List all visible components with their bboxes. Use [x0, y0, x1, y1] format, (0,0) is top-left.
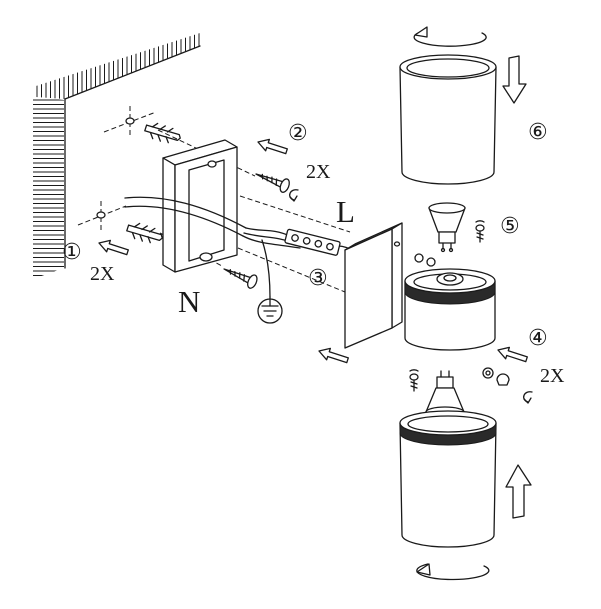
- neutral-wire-label: N: [178, 284, 200, 319]
- rotate-icon: [416, 563, 431, 576]
- step-5-label: ⑤: [500, 214, 520, 239]
- step-4-label: ④: [528, 326, 548, 351]
- glass-cylinder-top: [399, 54, 497, 185]
- wall: [33, 33, 201, 279]
- wall-plug-lower: [126, 222, 163, 244]
- step-1-quantity: 2X: [90, 263, 115, 285]
- bulb-top: [428, 202, 466, 253]
- rotate-icon: [416, 563, 490, 581]
- screw-icon: [475, 220, 485, 243]
- rotate-icon: [413, 30, 487, 47]
- screw-icon: [409, 369, 419, 392]
- step-2-label: ②: [288, 121, 308, 146]
- screw-lower: [223, 268, 258, 289]
- supply-cable: [124, 196, 247, 237]
- wall-top-hatch: [36, 33, 200, 99]
- wall-plug-upper: [144, 122, 181, 144]
- ground-icon: [257, 296, 283, 324]
- step-1-label: ①: [62, 240, 82, 265]
- arrow-left-icon: [98, 239, 129, 256]
- cover-screws: [482, 367, 510, 386]
- box-screw-hole: [207, 160, 217, 168]
- bulb-bottom: [425, 370, 465, 418]
- wall-hole-lower: [77, 201, 127, 230]
- wall-side-hatch: [33, 97, 64, 279]
- arrow-left-icon: [497, 346, 528, 363]
- arrow-left-icon: [318, 347, 349, 364]
- rotate-icon: [523, 397, 532, 404]
- rotate-icon: [289, 195, 298, 202]
- step-4-quantity: 2X: [540, 365, 565, 387]
- live-wire-label: L: [336, 194, 355, 229]
- base-screw-hole: [393, 241, 401, 247]
- terminal-block: [284, 228, 341, 256]
- fixing-nuts: [414, 253, 436, 267]
- arrow-down-icon: [502, 55, 527, 104]
- glass-cylinder-bottom: [399, 410, 497, 548]
- arrow-left-icon: [257, 138, 288, 155]
- step-6-label: ⑥: [528, 120, 548, 145]
- screw-upper: [255, 173, 290, 193]
- fixture-head: [404, 268, 496, 351]
- step-2-quantity: 2X: [306, 161, 331, 183]
- rotate-icon: [414, 26, 428, 38]
- wall-edge: [64, 45, 201, 269]
- arrow-up-icon: [505, 464, 532, 519]
- wall-hole-upper: [103, 106, 157, 136]
- fixture-base: [344, 222, 403, 349]
- mounting-box: [162, 139, 238, 273]
- box-screw-hole: [199, 252, 213, 262]
- step-3-label: ③: [308, 266, 328, 291]
- lamp-socket: [436, 272, 464, 286]
